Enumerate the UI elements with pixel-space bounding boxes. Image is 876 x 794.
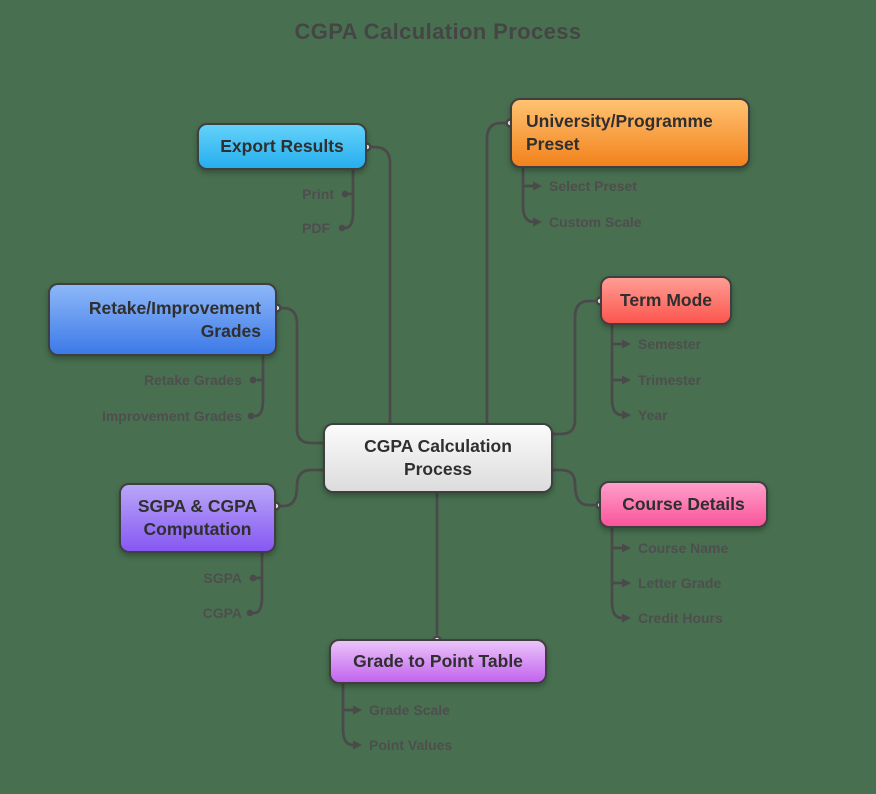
child-label-sgpa: SGPA [203, 570, 242, 586]
edge-course-details [551, 468, 605, 510]
child-label-pdf: PDF [302, 220, 330, 236]
node-course-details: Course Details [599, 481, 768, 528]
node-retake-grades: Retake/Improvement Grades [48, 283, 277, 356]
edge-grade-point-table [432, 491, 442, 645]
child-label-letter-grade: Letter Grade [638, 575, 722, 591]
child-label-credit-hours: Credit Hours [638, 610, 723, 626]
edge-course-children [610, 526, 631, 623]
child-label-select-preset: Select Preset [549, 178, 637, 194]
edge-preset-children [521, 166, 542, 227]
edge-export-children [338, 168, 355, 232]
child-label-improvement-grades: Improvement Grades [101, 408, 242, 424]
edge-sgpa-children [246, 551, 264, 617]
child-label-retake-grades: Retake Grades [143, 372, 242, 388]
node-export-results: Export Results [197, 123, 367, 170]
edge-term-mode [551, 296, 605, 436]
edge-sgpa-computation [271, 468, 325, 511]
node-term-mode: Term Mode [600, 276, 732, 325]
node-university-preset: University/Programme Preset [510, 98, 750, 168]
child-label-custom-scale: Custom Scale [549, 214, 642, 230]
child-label-year: Year [638, 407, 668, 423]
edge-university-preset [485, 118, 515, 425]
child-label-cgpa: CGPA [202, 605, 242, 621]
diagram-title: CGPA Calculation Process [294, 19, 582, 44]
child-label-print: Print [302, 186, 334, 202]
edge-retake-grades [272, 303, 325, 445]
node-root-cgpa-process: CGPA Calculation Process [323, 423, 553, 493]
child-label-trimester: Trimester [638, 372, 702, 388]
child-label-point-values: Point Values [369, 737, 453, 753]
node-grade-point-table: Grade to Point Table [329, 639, 547, 684]
child-label-grade-scale: Grade Scale [369, 702, 450, 718]
child-label-semester: Semester [638, 336, 702, 352]
edge-export-results [362, 142, 392, 425]
edge-grade-children [341, 682, 362, 750]
node-sgpa-computation: SGPA & CGPA Computation [119, 483, 276, 553]
child-label-course-name: Course Name [638, 540, 729, 556]
edge-retake-children [247, 354, 265, 420]
edge-term-children [610, 323, 631, 420]
